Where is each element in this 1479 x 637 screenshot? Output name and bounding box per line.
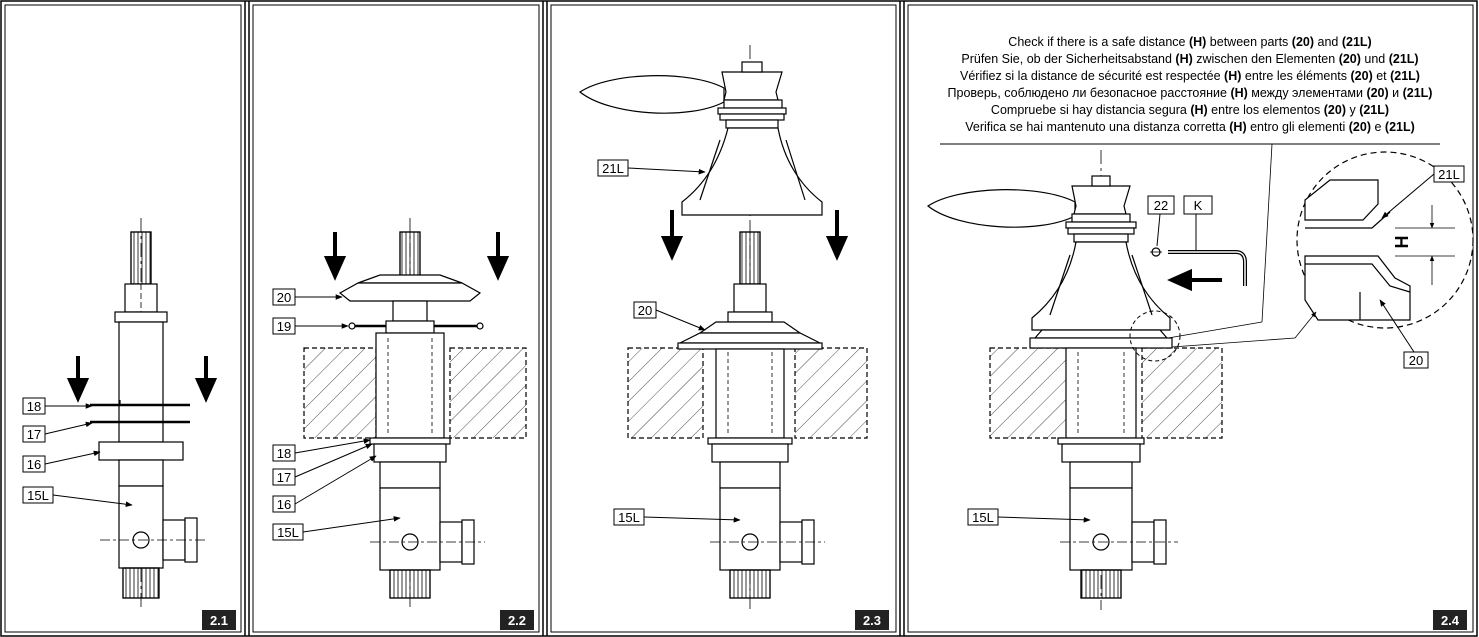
callout-15l: 15L [272,516,401,541]
callout-16: 16 [272,455,377,513]
callout-text: 21L [602,161,624,176]
callout-text: 15L [277,525,299,540]
callout-15l: 15L [613,508,741,526]
panel-2-4-labels: 22 K 21L H 20 15L [967,165,1465,526]
callout-19: 19 [272,317,349,335]
callout-text: 18 [27,399,41,414]
step-badge-2-4: 2.4 [1433,610,1467,630]
callout-text: 15L [618,510,640,525]
callout-20: 20 [633,301,706,331]
callout-text: 22 [1154,198,1168,213]
callout-text: 17 [27,427,41,442]
callout-text: 17 [277,470,291,485]
panel-2-2 [303,218,527,610]
callout-text: 20 [638,303,652,318]
callout-15l: 15L [22,486,133,507]
instruction-line-de: Prüfen Sie, ob der Sicherheitsabstand (H… [961,52,1418,66]
panel-2-4 [926,150,1247,610]
step-badge-2-3: 2.3 [855,610,889,630]
panel-2-1-labels: 18 17 16 15L [22,397,133,507]
callout-text: 16 [277,497,291,512]
panel-2-2-labels: 20 19 18 17 16 15L [272,288,401,541]
callout-text: 15L [972,510,994,525]
instruction-text-block: Check if there is a safe distance (H) be… [940,35,1440,339]
step-number: 2.3 [863,613,881,628]
panel-2-3-labels: 21L 20 15L [597,159,741,526]
callout-text: K [1194,198,1203,213]
instruction-line-es: Compruebe si hay distancia segura (H) en… [991,103,1389,117]
instruction-line-ru: Проверь, соблюдено ли безопасное расстоя… [948,86,1433,100]
callout-text: 15L [27,488,49,503]
step-badge-2-1: 2.1 [202,610,236,630]
instruction-line-en: Check if there is a safe distance (H) be… [1008,35,1371,49]
callout-18: 18 [22,397,93,415]
step-number: 2.4 [1441,613,1460,628]
callout-20: 20 [272,288,343,306]
instruction-line-it: Verifica se hai mantenuto una distanza c… [965,120,1415,134]
callout-text: 20 [1409,353,1423,368]
callout-15l: 15L [967,508,1091,526]
panel-2-1 [66,218,218,610]
callout-text: 18 [277,446,291,461]
step-number: 2.2 [508,613,526,628]
callout-21l: 21L [597,159,706,177]
instruction-line-fr: Vérifiez si la distance de sécurité est … [960,69,1420,83]
callout-text: 21L [1438,167,1460,182]
callout-16: 16 [22,450,101,473]
gap-label-h: H [1392,236,1412,249]
callout-21l: 21L [1381,165,1465,219]
callout-18: 18 [272,438,371,462]
detail-view [1171,151,1474,348]
callout-text: 19 [277,319,291,334]
callout-22: 22 [1147,195,1175,247]
step-badge-2-2: 2.2 [500,610,534,630]
callout-k: K [1183,195,1213,250]
step-number: 2.1 [210,613,228,628]
callout-text: 20 [277,290,291,305]
callout-20: 20 [1379,299,1429,369]
panel-2-3 [578,45,868,610]
callout-17: 17 [22,421,93,443]
callout-text: 16 [27,457,41,472]
callout-17: 17 [272,443,373,486]
